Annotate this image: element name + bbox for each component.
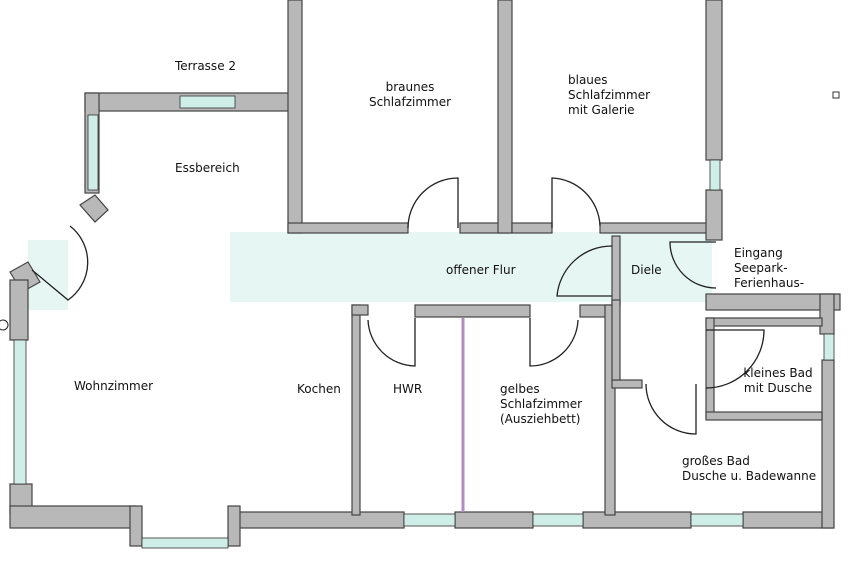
wall-braun-bottom bbox=[287, 222, 409, 234]
window-kbad bbox=[823, 333, 835, 361]
label-kleines-bad: kleines Bad mit Dusche bbox=[743, 366, 813, 395]
wall-bottom-mid bbox=[233, 511, 405, 529]
label-diele: Diele bbox=[631, 263, 662, 277]
door-west bbox=[31, 225, 89, 301]
label-braunes-schlafzimmer: braunes Schlafzimmer bbox=[368, 80, 452, 109]
window-terrace-side bbox=[87, 114, 99, 191]
wall-diele-mid bbox=[611, 299, 621, 381]
wall-diele-right bbox=[611, 235, 621, 307]
window-west bbox=[13, 339, 27, 485]
wall-hwr-top bbox=[351, 304, 369, 316]
label-gelbes-schlafzimmer: gelbes Schlafzimmer (Ausziehbett) bbox=[500, 382, 583, 426]
window-terrasse bbox=[179, 95, 236, 109]
wall-blau-bottom bbox=[511, 222, 553, 234]
door-braun bbox=[407, 177, 459, 229]
wall-gbad-left bbox=[611, 379, 643, 389]
window-gelb bbox=[532, 513, 584, 527]
door-gbad bbox=[645, 383, 697, 435]
label-hwr: HWR bbox=[393, 382, 423, 396]
wall-east-step bbox=[819, 293, 835, 335]
wall-bottom-left bbox=[9, 505, 136, 529]
label-eingang: Eingang Seepark-Ferienhaus- bbox=[734, 246, 805, 290]
windows bbox=[13, 91, 840, 549]
door-hwr bbox=[367, 318, 416, 367]
wall-diagonal bbox=[79, 194, 109, 223]
door-diele bbox=[556, 245, 613, 297]
wall-west bbox=[9, 279, 29, 341]
label-offener-flur: offener Flur bbox=[446, 263, 516, 277]
doors bbox=[31, 177, 765, 435]
wall-blau-right2 bbox=[705, 189, 723, 241]
wall-kbad-top bbox=[705, 317, 823, 327]
wall-braun-blau bbox=[497, 0, 513, 234]
window-bad bbox=[690, 513, 744, 527]
wall-gelb-right bbox=[604, 304, 616, 516]
wall-bottom-bay-l bbox=[129, 505, 143, 547]
wall-blau-bottom2 bbox=[599, 222, 713, 234]
wall-bottom-4 bbox=[742, 511, 834, 529]
wall-east-top bbox=[705, 293, 841, 311]
door-blau bbox=[551, 177, 601, 228]
door-kbad bbox=[705, 329, 765, 389]
wall-hwr-top2 bbox=[414, 304, 531, 318]
wall-kbad-left bbox=[705, 317, 715, 419]
window-hwr bbox=[403, 513, 456, 527]
door-gelb bbox=[529, 318, 579, 367]
wall-kbad-bottom bbox=[705, 411, 823, 421]
label-terrasse: Terrasse 2 bbox=[175, 59, 237, 73]
label-essbereich: Essbereich bbox=[175, 161, 240, 175]
wall-bottom-2 bbox=[454, 511, 534, 529]
wall-blau-right bbox=[705, 0, 723, 161]
compass-icon bbox=[0, 319, 9, 331]
window-bay bbox=[141, 537, 229, 549]
wall-kochen bbox=[351, 304, 361, 516]
wall-braun-left bbox=[287, 0, 303, 234]
label-wohnzimmer: Wohnzimmer bbox=[74, 379, 154, 393]
wall-bottom-3 bbox=[582, 511, 692, 529]
window-blau bbox=[709, 159, 721, 191]
label-grosses-bad: großes Bad Dusche u. Badewanne bbox=[682, 454, 817, 483]
door-eingang bbox=[669, 241, 717, 289]
diele-floor bbox=[612, 236, 712, 296]
floor-tint bbox=[28, 232, 712, 310]
wall-bottom-bay-r bbox=[227, 505, 241, 547]
window-small bbox=[832, 91, 840, 99]
label-kochen: Kochen bbox=[297, 382, 341, 396]
label-blaues-schlafzimmer: blaues Schlafzimmer mit Galerie bbox=[568, 73, 651, 117]
